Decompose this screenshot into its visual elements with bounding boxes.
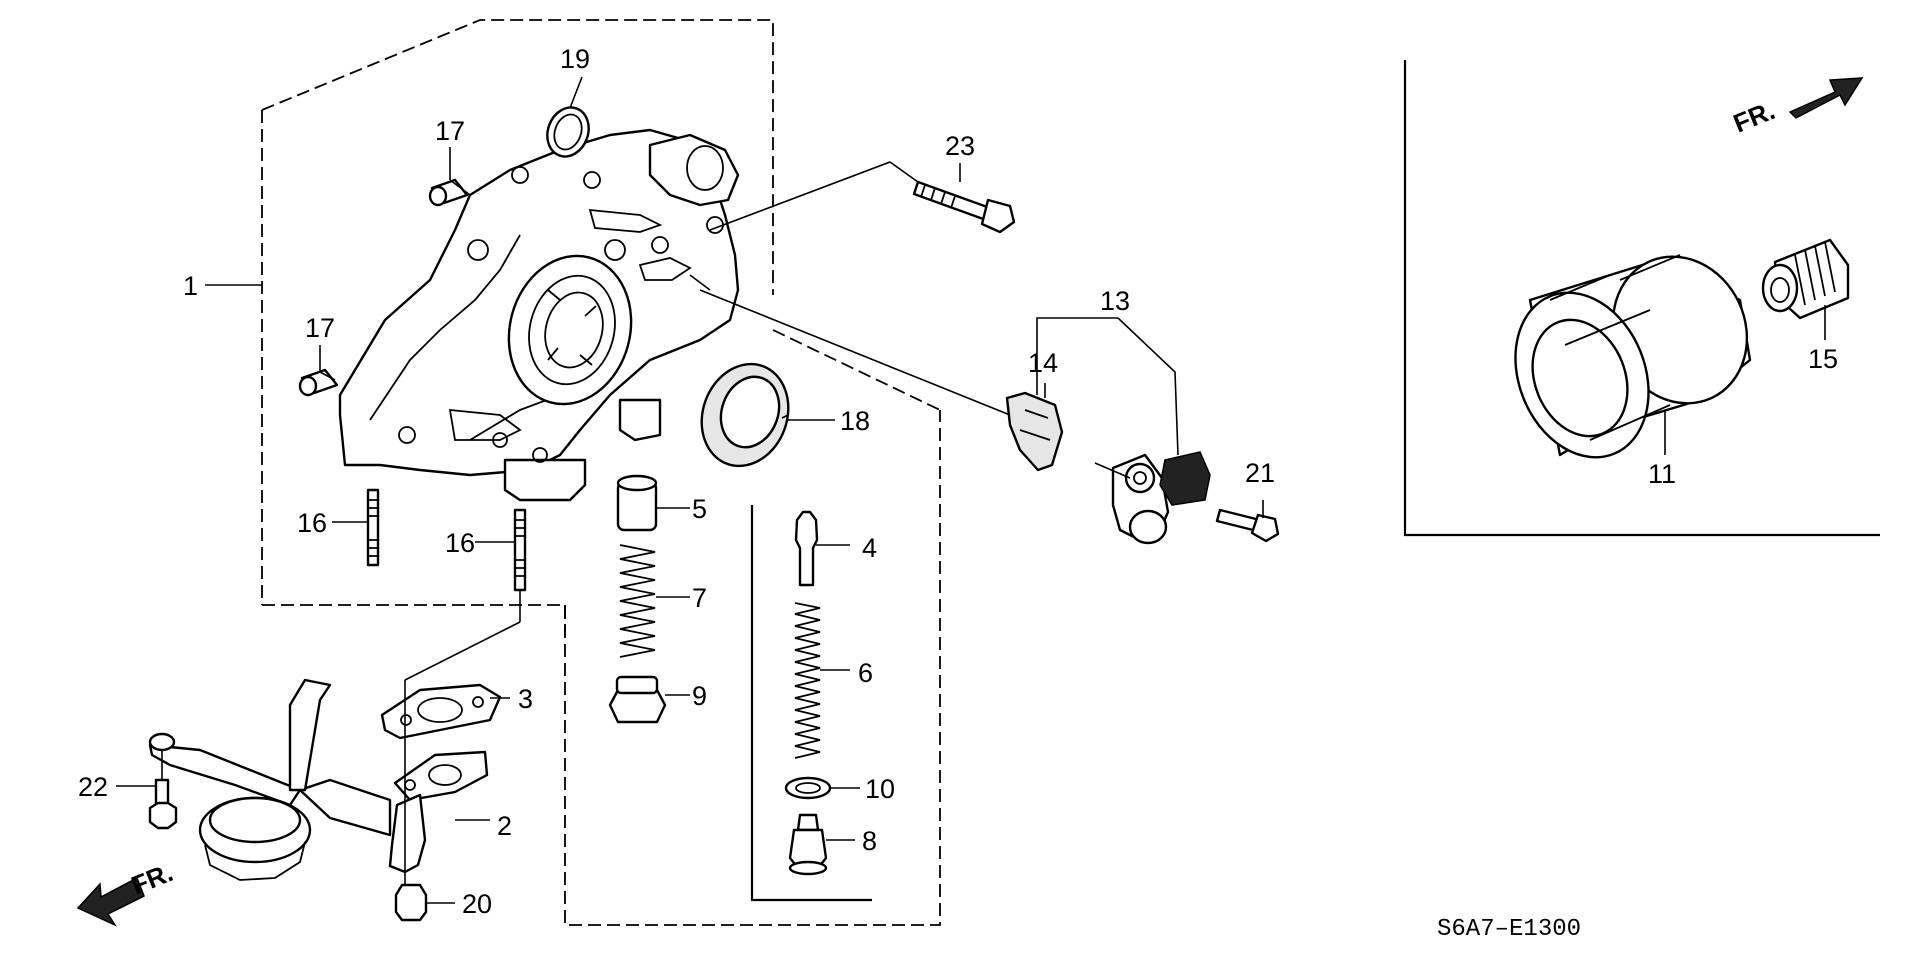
front-direction-arrow-upper-right: FR. xyxy=(1729,77,1864,139)
callout-1: 1 xyxy=(183,271,198,301)
diagram-code: S6A7–E1300 xyxy=(1437,916,1581,943)
callout-18: 18 xyxy=(840,406,870,436)
callout-14: 14 xyxy=(1028,348,1058,378)
callout-13: 13 xyxy=(1100,286,1130,316)
bolt-23 xyxy=(912,180,1016,234)
callout-22: 22 xyxy=(78,772,108,802)
gasket-3 xyxy=(380,683,502,740)
front-marker-label-upper-right: FR. xyxy=(1729,95,1779,139)
oil-pump-body xyxy=(338,128,740,502)
plug-bolt-8 xyxy=(788,813,828,876)
connector-clip-14 xyxy=(1005,391,1064,472)
callout-19: 19 xyxy=(560,44,590,74)
pump-assembly-boundary xyxy=(261,19,941,926)
dowel-pin-17-upper xyxy=(428,178,469,207)
callout-8: 8 xyxy=(862,826,877,856)
oil-filter-11 xyxy=(1514,254,1752,459)
relief-spring-7 xyxy=(619,544,656,658)
callout-labels: 1 2 3 4 5 6 7 8 9 10 11 13 14 15 16 16 1… xyxy=(78,44,1838,919)
callout-15: 15 xyxy=(1808,344,1838,374)
bolt-22 xyxy=(148,732,178,830)
callout-5: 5 xyxy=(692,494,707,524)
callout-3: 3 xyxy=(518,684,533,714)
oil-seal-18 xyxy=(700,362,790,468)
nut-20 xyxy=(394,883,428,922)
callout-20: 20 xyxy=(462,889,492,919)
front-direction-arrow-lower-left: FR. xyxy=(76,857,177,927)
leader-lines xyxy=(116,76,1826,904)
bolt-21 xyxy=(1215,508,1280,543)
threaded-joint-15 xyxy=(1761,238,1850,320)
relief-plunger-5 xyxy=(616,474,658,532)
callout-17-lower: 17 xyxy=(305,313,335,343)
stud-16-left xyxy=(366,488,380,567)
sealing-bolt-9 xyxy=(608,675,667,724)
callout-6: 6 xyxy=(858,658,873,688)
dowel-pin-17-lower xyxy=(298,368,339,397)
oil-pressure-sensor-13 xyxy=(1111,451,1211,545)
callout-2: 2 xyxy=(497,811,512,841)
callout-9: 9 xyxy=(692,681,707,711)
oil-filter-area-frame xyxy=(1403,60,1880,537)
washer-10 xyxy=(784,776,832,800)
stud-16-right xyxy=(513,508,527,592)
callout-16-left: 16 xyxy=(297,508,327,538)
callout-21: 21 xyxy=(1245,458,1275,488)
strainer-2 xyxy=(148,678,489,881)
o-ring-19 xyxy=(546,106,590,158)
relief-valve-bracket xyxy=(750,505,872,902)
callout-23: 23 xyxy=(945,131,975,161)
callout-7: 7 xyxy=(692,583,707,613)
spring-6 xyxy=(794,602,821,759)
valve-4 xyxy=(794,510,819,587)
callout-16-right: 16 xyxy=(445,528,475,558)
callout-10: 10 xyxy=(865,774,895,804)
callout-17-upper: 17 xyxy=(435,116,465,146)
callout-4: 4 xyxy=(862,533,877,563)
callout-11: 11 xyxy=(1648,459,1676,489)
